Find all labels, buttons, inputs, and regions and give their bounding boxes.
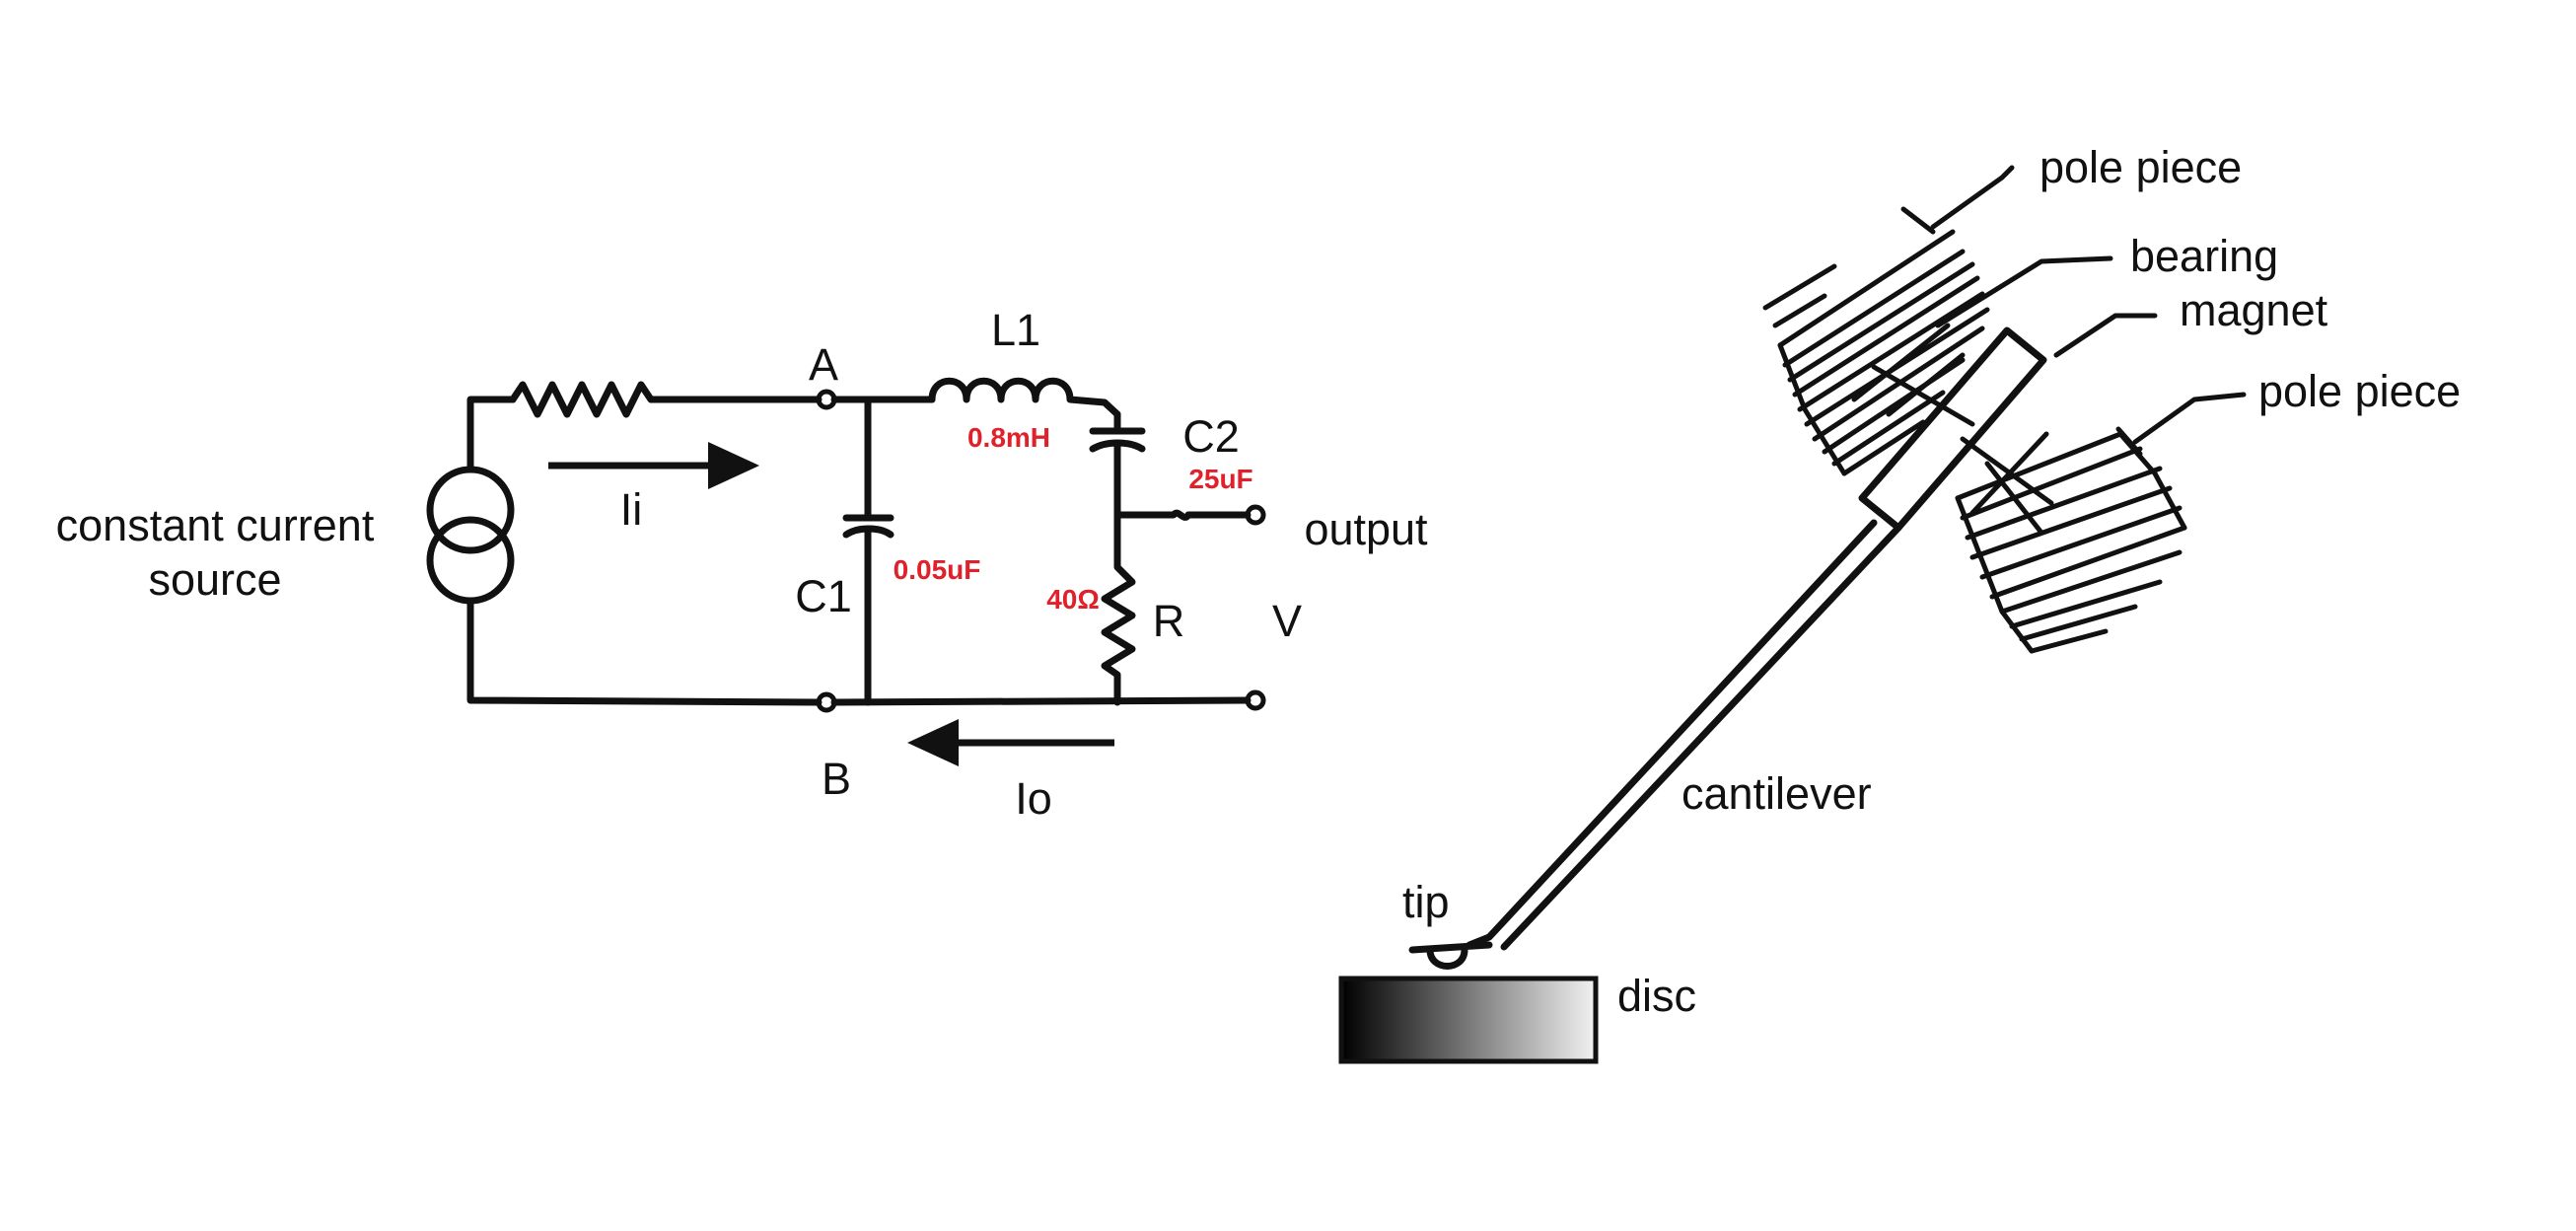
bottom-rail <box>830 696 1252 706</box>
cap2-value-label: 25uF <box>1188 464 1252 494</box>
magnet-leader <box>2053 313 2158 358</box>
node-a-label: A <box>809 339 838 390</box>
source-top-wire <box>466 396 517 473</box>
current-source-symbol <box>426 466 515 605</box>
output-current-label: Io <box>1015 773 1052 824</box>
cap1-value-label: 0.05uF <box>894 554 981 585</box>
cantilever-label: cantilever <box>1682 768 1872 819</box>
tip-label: tip <box>1402 877 1450 927</box>
magnet-label: magnet <box>2180 285 2328 335</box>
pole-piece-right-label: pole piece <box>2258 366 2461 416</box>
cantilever-rod-lower-edge <box>1500 524 1902 951</box>
input-current-label: Ii <box>620 484 643 535</box>
inductor-name-label: L1 <box>991 305 1040 355</box>
cantilever-rod <box>1466 519 1878 949</box>
circuit-diagram: constant current source A B L1 0.8mH C1 … <box>56 305 1428 824</box>
inductor-l1 <box>928 377 1121 418</box>
output-terminal <box>1245 504 1266 526</box>
voltage-label: V <box>1272 596 1302 646</box>
pole-piece-top-label: pole piece <box>2039 142 2242 192</box>
c1-plate-bottom <box>842 525 894 539</box>
output-current-arrow <box>907 719 1114 766</box>
node-b-terminal <box>816 691 837 713</box>
source-bottom-wire <box>466 597 823 706</box>
source-label-line2: source <box>148 554 281 605</box>
cartridge-diagram: pole piece bearing magnet pole piece can… <box>1338 142 2461 1064</box>
disc-record <box>1338 976 1599 1064</box>
cap1-name-label: C1 <box>795 571 852 621</box>
bearing-label: bearing <box>2130 231 2278 281</box>
voltage-terminal <box>1245 689 1266 711</box>
disc-label: disc <box>1617 971 1696 1021</box>
input-current-arrow <box>548 442 759 489</box>
input-resistor <box>509 381 823 418</box>
bearing-leader <box>1935 255 2113 328</box>
cap2-name-label: C2 <box>1182 411 1240 462</box>
inductor-value-label: 0.8mH <box>967 422 1050 453</box>
pole-piece-right-leader <box>2132 392 2247 445</box>
node-b-label: B <box>822 754 851 804</box>
pole-piece-lower <box>1955 426 2187 654</box>
pole-piece-upper <box>1762 206 1990 476</box>
resistor-r <box>1101 529 1136 706</box>
resistor-value-label: 40Ω <box>1046 584 1100 615</box>
output-label: output <box>1304 504 1428 554</box>
pole-piece-top-leader <box>1930 165 2015 230</box>
output-wire <box>1113 509 1252 521</box>
source-label-line1: constant current <box>56 500 375 550</box>
stylus-tip <box>1408 941 1493 970</box>
resistor-name-label: R <box>1153 596 1185 646</box>
